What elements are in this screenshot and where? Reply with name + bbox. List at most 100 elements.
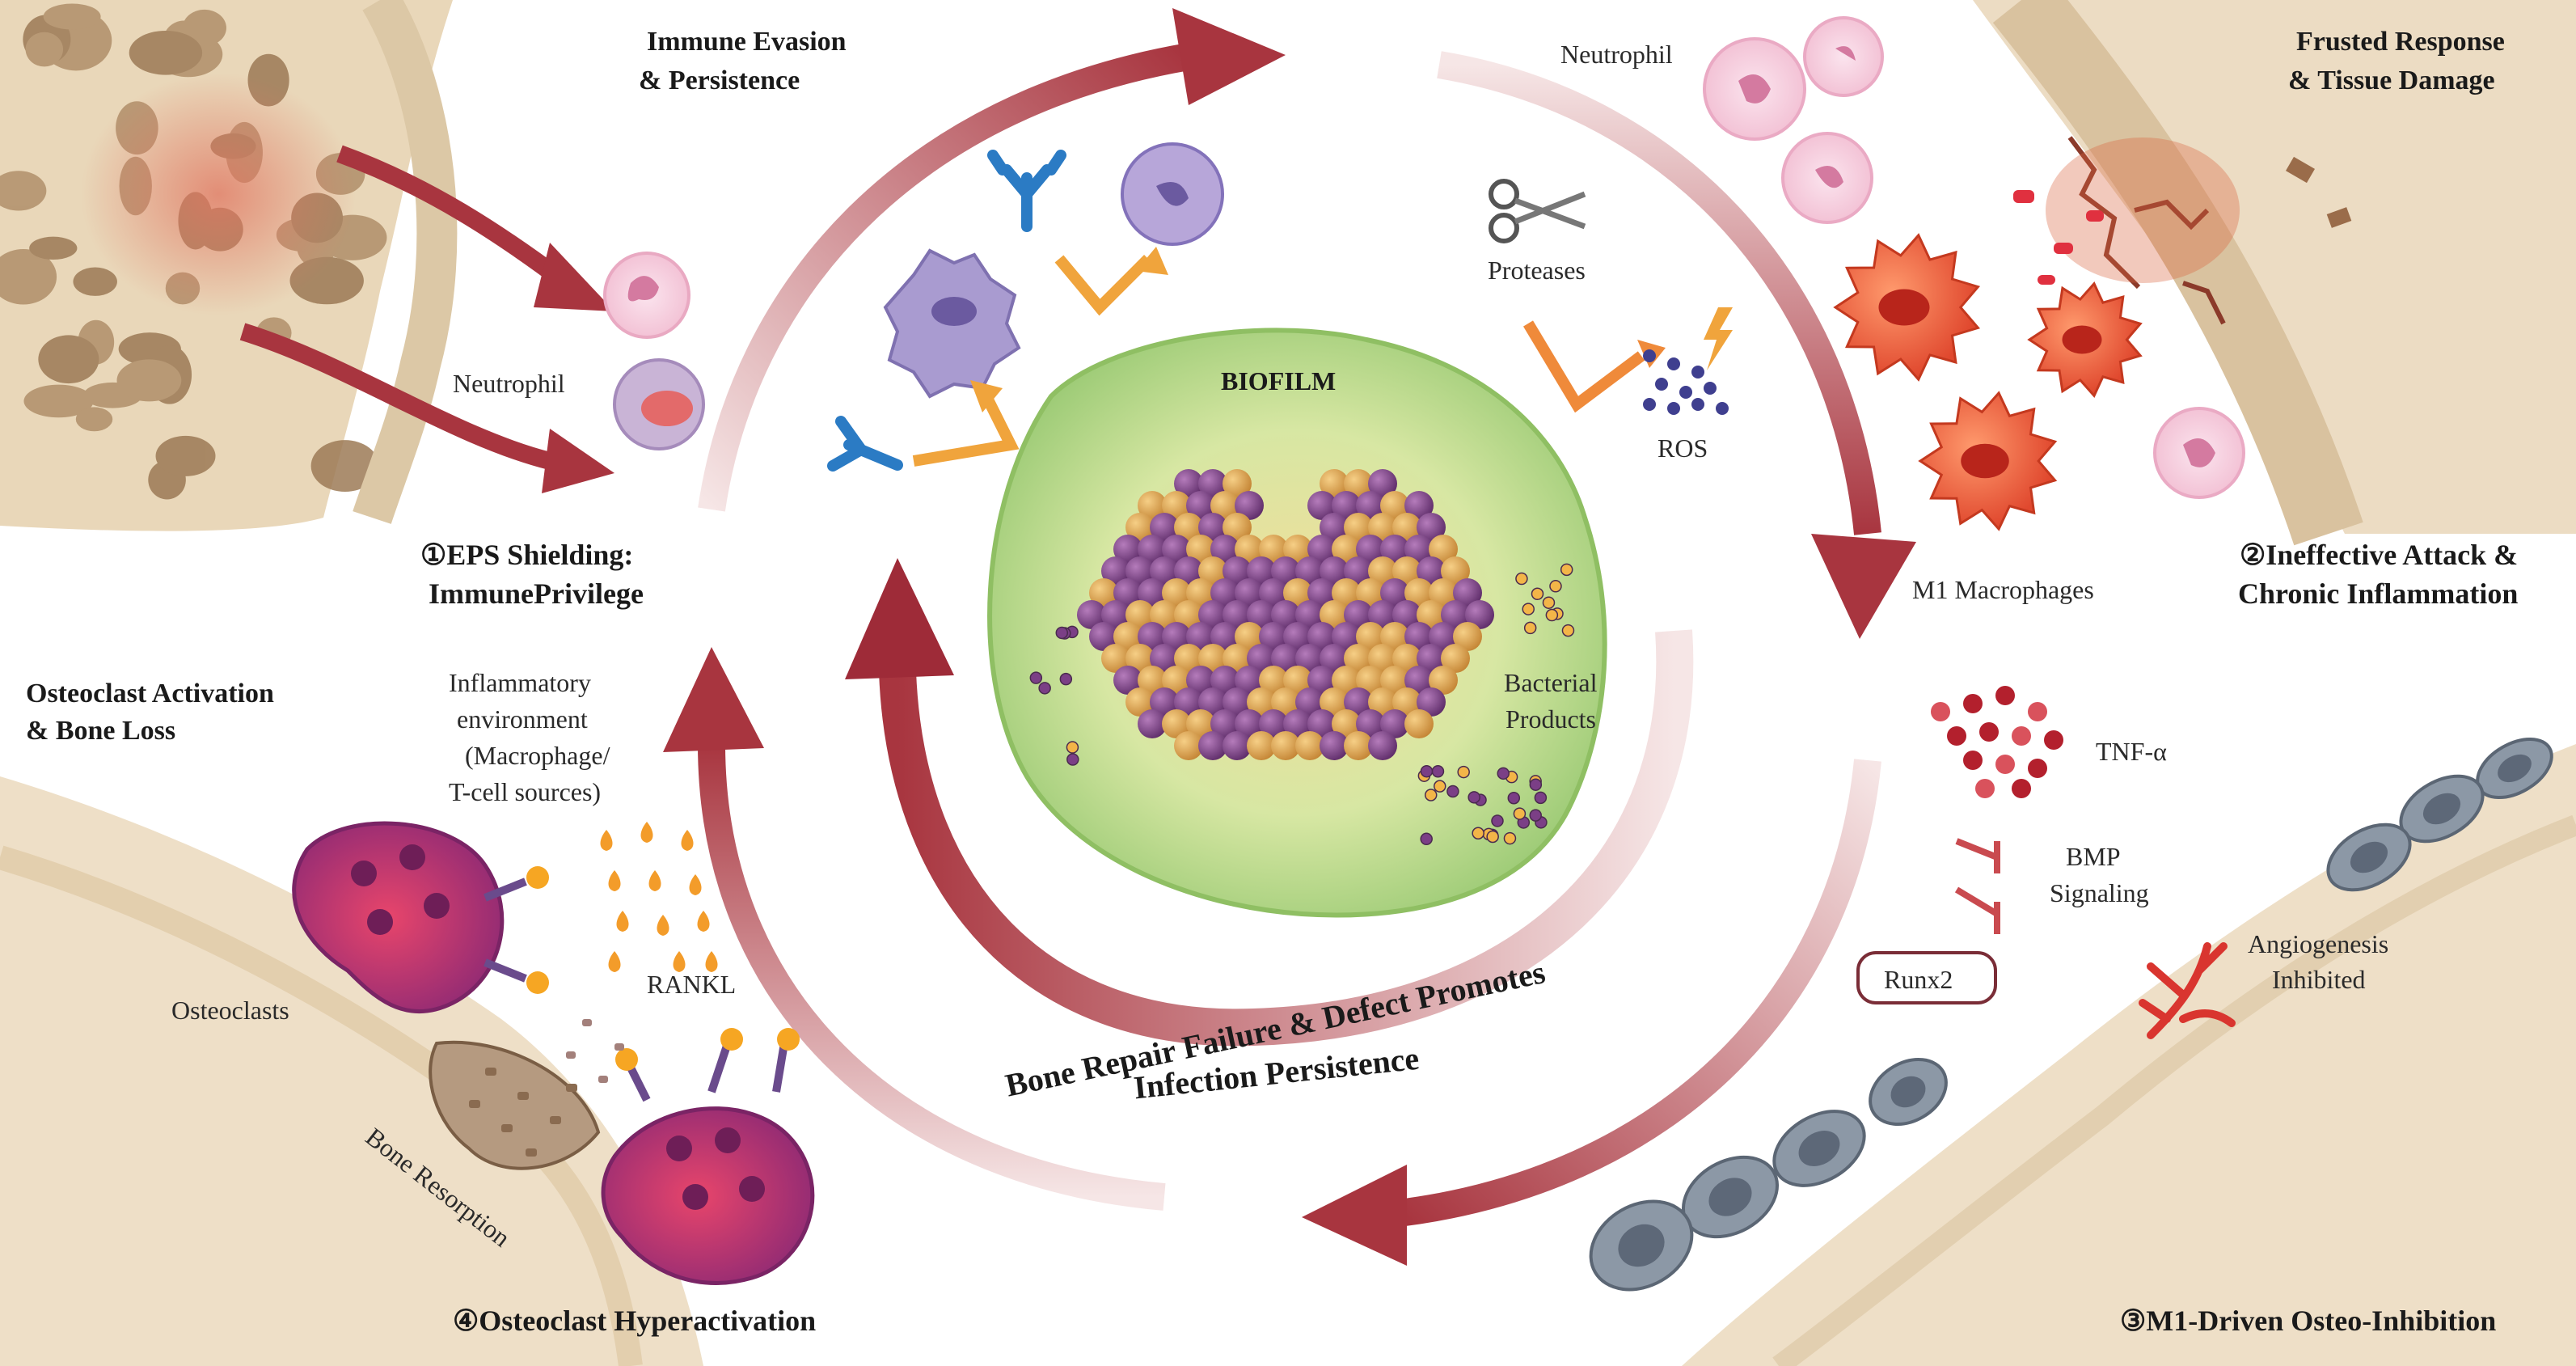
bacterium [1198,687,1227,717]
tnf-dot [1995,755,2015,774]
bacterium [1125,513,1155,542]
ros-dot [1667,402,1680,415]
rankl-droplet [689,874,702,895]
bacterium [1283,666,1312,695]
label-angiogenesis-1: Angiogenesis [2248,929,2388,958]
bacterium [1259,709,1288,738]
bacterium [1356,622,1385,651]
rankl-droplets [600,822,718,972]
arrow-inner-feedback [879,629,1694,1047]
bone-pore [23,384,94,418]
tnf-dot [2028,759,2047,778]
label-neutrophil-left: Neutrophil [453,369,565,398]
bacterium [1101,644,1130,673]
bacterium [1404,491,1434,520]
bacterium [1392,687,1421,717]
bacterium [1223,513,1252,542]
bacterium [1198,513,1227,542]
ros-dot [1691,366,1704,379]
corner-title-bottom-left-1: Osteoclast Activation [26,679,274,708]
bone-fragment [566,1051,576,1059]
bacterium [1380,622,1409,651]
bacterium [1320,731,1349,760]
bacterium [1271,731,1300,760]
bacterium [1138,666,1167,695]
bacterium [1138,578,1167,607]
bacterium [1320,644,1349,673]
bacterium [1125,600,1155,629]
label-inflammatory-2: environment [457,704,588,734]
bacterium [1307,578,1337,607]
bacterium [1138,709,1167,738]
lightning-icon [1704,307,1733,370]
bacterial-product [1038,682,1051,695]
bacterium [1186,666,1215,695]
bacterium [1332,491,1361,520]
bacterium [1150,644,1179,673]
bacterium [1283,709,1312,738]
corner-title-top-left-2: & Persistence [639,66,800,95]
arrow-attack [1437,51,1881,535]
label-bmp-1: BMP [2066,842,2121,871]
bacterium [1441,644,1470,673]
bacterium [1210,622,1239,651]
bacterium [1332,578,1361,607]
bacterium [1186,535,1215,564]
bacterium [1320,556,1349,586]
bacterial-product [1523,621,1537,635]
bone-pore [155,435,216,476]
bacterial-product [1529,809,1542,822]
bacterium [1223,600,1252,629]
tnf-dot [2044,730,2063,750]
bacterium [1295,556,1324,586]
bacterium [1404,535,1434,564]
bacterium [1417,687,1446,717]
bacterium [1392,600,1421,629]
macrophage-nucleus [1878,289,1930,326]
arrow-immune-evasion [698,43,1191,512]
bacterial-product [1491,814,1504,827]
ros-dot [1643,349,1656,362]
bacterium [1344,600,1373,629]
bacterium [1150,513,1179,542]
bacterium [1283,622,1312,651]
bacterium [1125,687,1155,717]
bone-debris [429,1019,624,1170]
bacterium [1198,469,1227,498]
bacterium [1368,469,1397,498]
bacterium [1453,578,1482,607]
bacterium [1210,491,1239,520]
bacterium [1356,491,1385,520]
bone-pore [75,407,113,432]
bacterium [1404,622,1434,651]
corner-title-top-right-2: & Tissue Damage [2288,66,2495,95]
bacterium [1380,709,1409,738]
bacterium [1392,513,1421,542]
label-biofilm: BIOFILM [1221,366,1336,395]
bacterium [1235,535,1264,564]
bacterium [1307,535,1337,564]
label-neutrophil-top: Neutrophil [1560,40,1673,69]
bottom-right-bone-panel [1682,744,2576,1366]
label-inflammatory-3: (Macrophage/ [465,741,610,770]
bacterium [1320,513,1349,542]
bacterium [1380,535,1409,564]
bacterium [1429,535,1458,564]
bacterium [1368,687,1397,717]
bacterium [1186,491,1215,520]
bacterium [1138,491,1167,520]
bacterium [1223,687,1252,717]
bone-pore [129,30,203,75]
tnf-dot [1963,694,1983,713]
ros-dot [1643,398,1656,411]
bacterium [1441,600,1470,629]
rankl-droplet [697,911,710,932]
osteoblast-nucleus [2422,793,2461,825]
bacterium [1247,600,1276,629]
osteoblast-nucleus [1798,1131,1840,1166]
bacterium [1150,556,1179,586]
stage1-title-1: ①EPS Shielding: [420,539,633,571]
bacterium [1332,622,1361,651]
bacterium [1210,535,1239,564]
bacterial-product [1534,791,1548,805]
